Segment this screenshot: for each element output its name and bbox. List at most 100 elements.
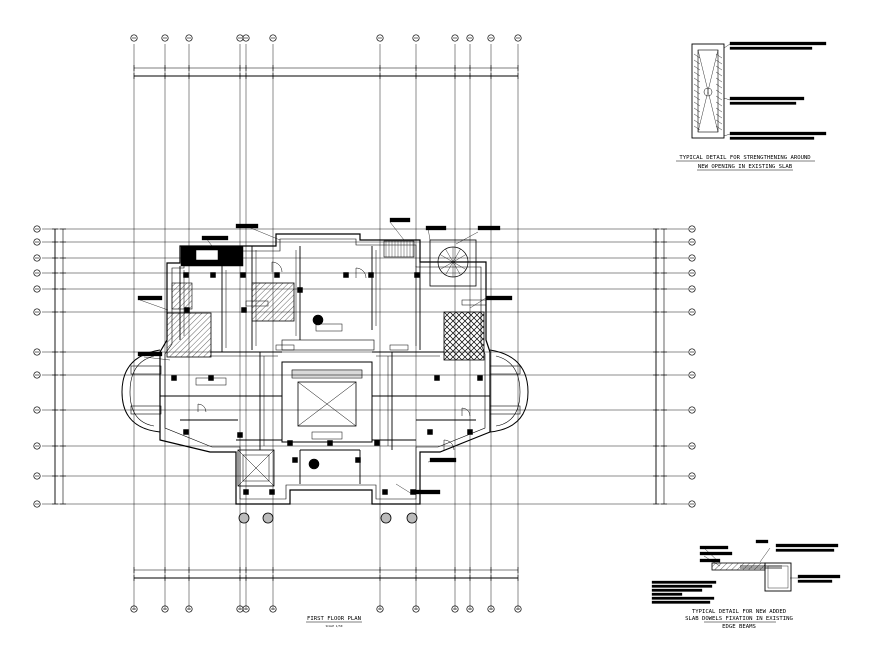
annotation-leader [455,231,479,245]
room-label [315,323,343,332]
room-label [245,300,269,307]
door-swing [461,407,471,417]
structural-column [343,272,349,278]
stair-header [281,339,375,351]
detail-leader [723,133,731,137]
hatched-area [251,282,295,322]
grid-bubble-top [161,34,169,42]
room-label [461,299,487,306]
annotation-text-block [477,225,501,231]
anchor-mark [703,87,713,97]
column-footing [380,512,392,524]
detail-leader [723,97,731,101]
grid-bubble-bottom [514,605,522,613]
detail-leader [723,43,731,49]
rebar-mark [693,65,701,71]
detail1-title-line1: TYPICAL DETAIL FOR STRENGTHENING AROUND [679,155,811,161]
grid-bubble-top [236,34,244,42]
annotation-text-block [201,235,229,241]
hatched-area [171,282,193,310]
detail-note-text [651,596,715,600]
door-swing [443,439,455,451]
detail2-title-line2: SLAB DOWELS FIXATION IN EXISTING [685,616,793,622]
grid-bubble-right [688,269,696,277]
annotation-text-block [429,457,457,463]
grid-bubble-left [33,269,41,277]
grid-bubble-right [688,371,696,379]
grid-bubble-left [33,254,41,262]
structural-column [241,307,247,313]
structural-column [292,457,298,463]
detail-note-text [651,600,711,604]
opening-diagonal [697,49,719,133]
structural-column [237,432,243,438]
rebar-mark [693,125,701,131]
structural-column [434,375,440,381]
grid-bubble-right [688,500,696,508]
rebar-mark [715,65,723,71]
section-marker [312,314,324,326]
new-slab-section [711,562,766,571]
structural-column [183,429,189,435]
stair-opening [297,381,357,427]
stair-tread [452,261,467,270]
stair-tread [439,261,454,270]
grid-bubble-right [688,285,696,293]
grid-bubble-left [33,348,41,356]
rebar-mark [693,71,701,77]
rebar-mark [715,53,723,59]
structural-column [171,375,177,381]
rebar-mark [715,77,723,83]
rebar-mark [715,125,723,131]
structural-column [355,457,361,463]
detail-note-text [651,584,713,588]
rebar-mark [693,107,701,113]
bay-window-label-right [489,405,521,415]
grid-bubble-bottom [161,605,169,613]
column-footing [406,512,418,524]
grid-bubble-left [33,238,41,246]
grid-bubble-right [688,238,696,246]
new-opening [697,49,719,133]
structural-column [243,489,249,495]
grid-bubble-left [33,500,41,508]
grid-bubble-top [451,34,459,42]
grid-bubble-top [514,34,522,42]
grid-bubble-top [466,34,474,42]
stair-tread [445,248,454,263]
structural-column [240,272,246,278]
detail-note-text [729,136,815,140]
detail-note-text [729,131,827,136]
grid-bubble-bottom [487,605,495,613]
annotation-leader [389,221,405,241]
detail-note-text [699,545,729,550]
detail-leader [759,547,771,563]
detail-note-text [775,543,839,548]
rebar-mark [693,101,701,107]
plan-scale: SCALE 1/50 [326,624,343,628]
grid-bubble-right [688,406,696,414]
rebar-mark [715,119,723,125]
annotation-leader [143,356,171,361]
room-label [389,344,409,351]
annotation-text-block [389,217,411,223]
rebar-mark [715,107,723,113]
detail-note-text [729,41,827,46]
grid-bubble-right [688,308,696,316]
grid-bubble-right [688,225,696,233]
grid-bubble-top [185,34,193,42]
grid-bubble-bottom [376,605,384,613]
grid-bubble-left [33,285,41,293]
detail-note-text [729,101,797,105]
rebar-mark [715,83,723,89]
detail-note-text [651,580,717,584]
grid-bubble-left [33,308,41,316]
rebar-mark [693,89,701,95]
grid-bubble-left [33,371,41,379]
stair-tread [439,254,454,263]
grid-bubble-bottom [466,605,474,613]
annotation-text-block [235,223,259,229]
room-label [311,431,343,440]
shaft-opening-inner [242,454,270,482]
grid-bubble-right [688,254,696,262]
